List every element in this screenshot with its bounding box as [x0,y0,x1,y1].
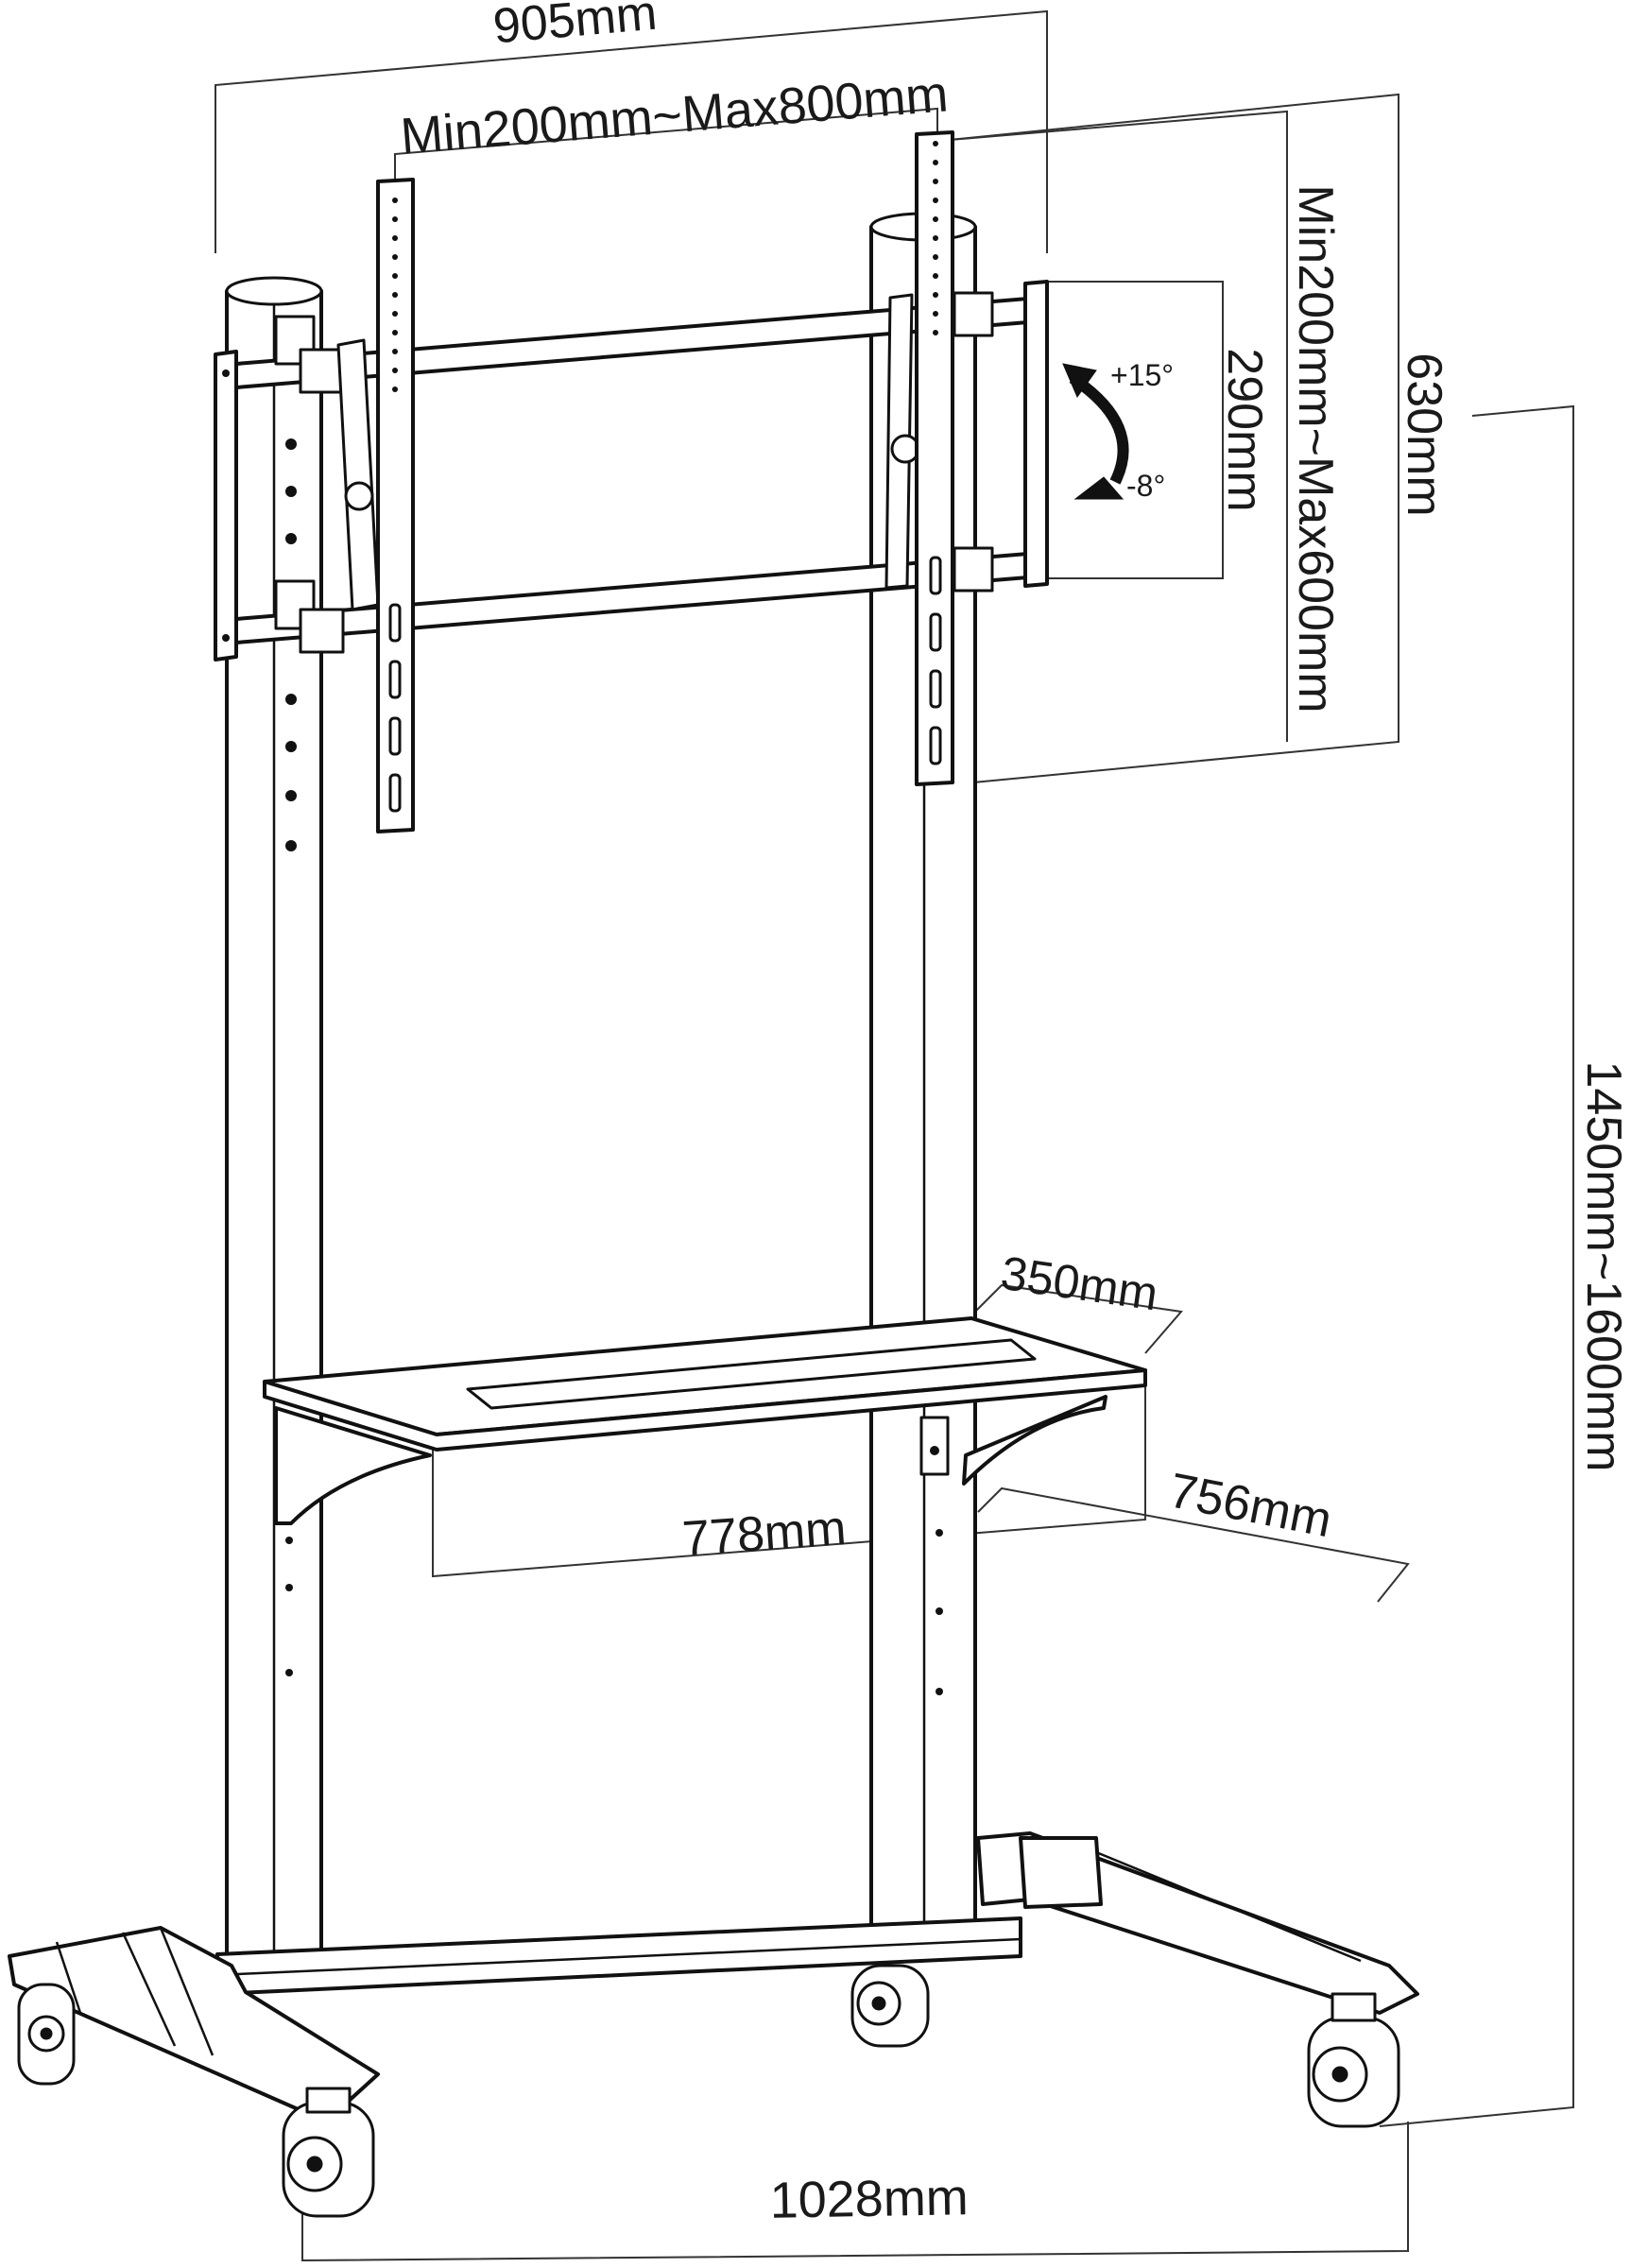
shelf-depth-label: 350mm [998,1246,1161,1321]
vesa-vertical-label: Min200mm~Max600mm [1288,184,1343,713]
caster-middle [850,1964,930,2048]
caster-left-front [282,2087,375,2218]
tilt-up-label: +15° [1110,358,1174,392]
right-bracket-holes [929,141,942,765]
tilt-arrow [1062,363,1129,500]
left-bracket-holes [388,198,402,813]
dimension-lines [215,9,1574,2262]
overall-width-label: 905mm [491,0,660,55]
casters [17,1964,1400,2218]
vesa-horizontal-label: Min200mm~Max800mm [399,65,951,164]
stand-structure [8,130,1419,2218]
height-range-label: 1450mm~1600mm [1576,1061,1631,1472]
caster-left-back [17,1983,76,2086]
tilt-down-label: -8° [1126,469,1165,503]
base-width-label: 1028mm [769,2169,969,2229]
bracket-height-label: 630mm [1397,352,1451,516]
column-holes [285,438,943,1695]
caster-right-front [1307,1992,1400,2128]
shelf-width-label: 778mm [680,1501,848,1567]
tilt-bracket-height-label: 290mm [1217,348,1272,511]
right-base-leg [976,1831,1419,2015]
shelf [263,1316,1147,1525]
